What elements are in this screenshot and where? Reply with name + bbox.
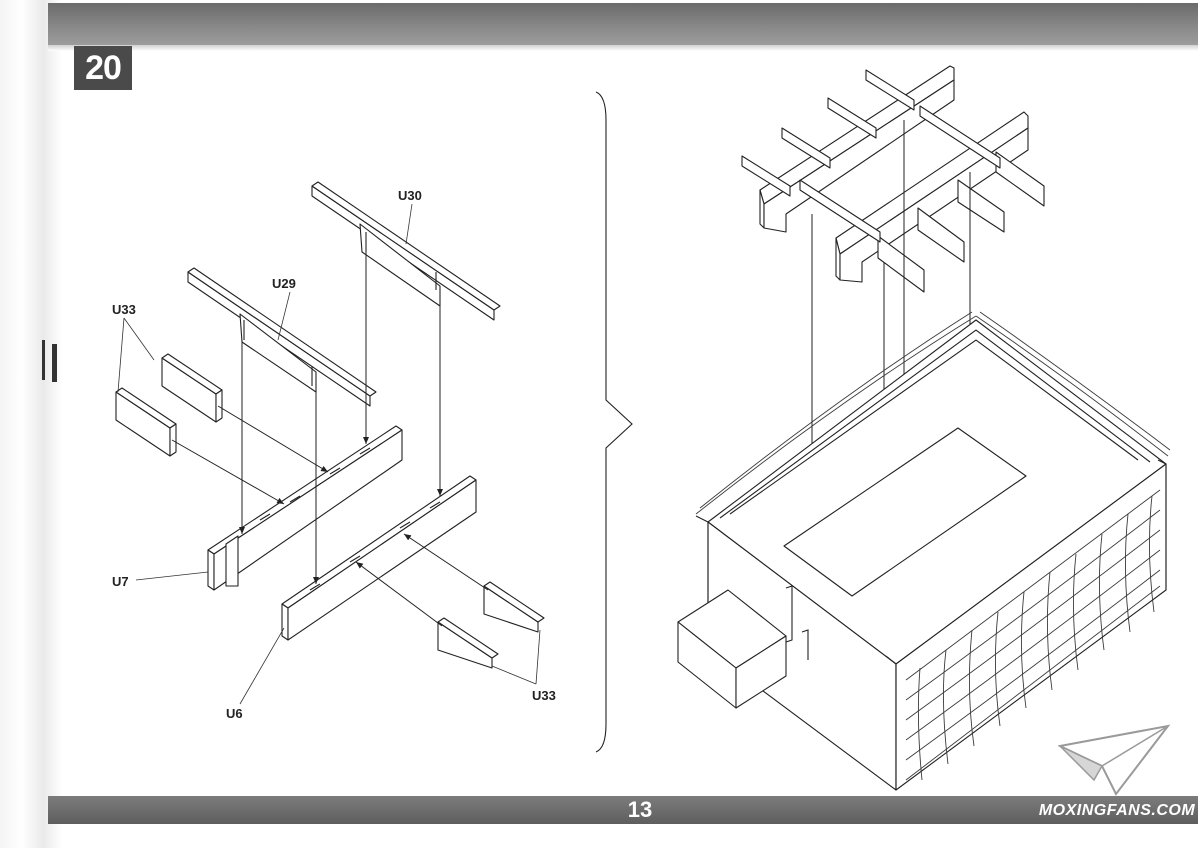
binding-marks (42, 340, 57, 382)
label-u29: U29 (272, 276, 296, 291)
header-bar (48, 3, 1198, 45)
part-u29 (187, 267, 377, 407)
part-u33-right-lower (437, 617, 499, 669)
label-u33-left: U33 (112, 302, 136, 317)
page-binding (0, 0, 62, 848)
camouflage-net (905, 489, 1161, 781)
part-u7 (207, 425, 403, 591)
part-u6 (281, 475, 477, 641)
header-bar-shadow (48, 45, 1198, 51)
part-u33-left-upper (161, 353, 223, 423)
part-u33-left-lower (115, 387, 177, 457)
right-installation-view (677, 65, 1171, 791)
label-u30: U30 (398, 188, 422, 203)
watermark-text: MOXINGFANS.COM (1038, 802, 1196, 819)
label-u33-right: U33 (532, 688, 556, 703)
step-number: 20 (74, 46, 132, 90)
page-number: 13 (627, 797, 653, 822)
part-u33-right-upper (483, 581, 545, 633)
part-u30 (311, 181, 501, 321)
left-subassembly: U30 U29 U33 U7 U6 U33 (112, 181, 556, 721)
label-u6: U6 (226, 706, 243, 721)
paper-plane-icon (1058, 724, 1170, 796)
grouping-brace (595, 91, 633, 753)
label-u7: U7 (112, 574, 129, 589)
container-body (677, 319, 1167, 791)
footer-bar (48, 796, 1198, 824)
